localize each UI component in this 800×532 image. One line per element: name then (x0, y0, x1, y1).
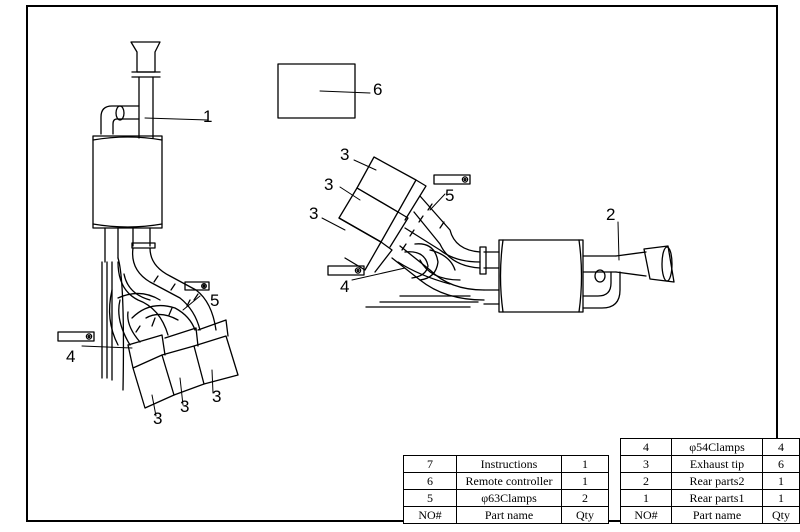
row-qty: 4 (762, 438, 800, 456)
table-header: NO# Part name Qty (620, 506, 800, 524)
table-row: 3 Exhaust tip 6 (620, 455, 800, 473)
callout-numbers: 1 6 2 3 3 3 5 4 5 4 3 3 3 (66, 80, 615, 428)
callout-5-right: 5 (445, 186, 454, 205)
header-qty: Qty (561, 506, 609, 524)
row-no: 4 (620, 438, 672, 456)
callout-3-right-bottom: 3 (309, 204, 318, 223)
callout-3-right-mid: 3 (324, 175, 333, 194)
callout-4-right: 4 (340, 277, 349, 296)
callout-3-left-c: 3 (212, 387, 221, 406)
callout-3-left-a: 3 (153, 409, 162, 428)
callout-4-left: 4 (66, 347, 75, 366)
row-qty: 1 (561, 455, 609, 473)
row-part-name: φ54Clamps (671, 438, 763, 456)
row-qty: 1 (762, 472, 800, 490)
table-row: 2 Rear parts2 1 (620, 472, 800, 490)
row-no: 3 (620, 455, 672, 473)
row-no: 1 (620, 489, 672, 507)
row-no: 7 (403, 455, 457, 473)
table-row: 4 φ54Clamps 4 (620, 438, 800, 456)
header-no: NO# (403, 506, 457, 524)
callout-3-left-b: 3 (180, 397, 189, 416)
left-exhaust-assembly (57, 41, 239, 409)
row-qty: 6 (762, 455, 800, 473)
parts-table-left: 7 Instructions 1 6 Remote controller 1 5… (403, 455, 609, 524)
row-no: 5 (403, 489, 457, 507)
callout-6: 6 (373, 80, 382, 99)
row-qty: 2 (561, 489, 609, 507)
row-part-name: Instructions (456, 455, 562, 473)
leader-lines (81, 90, 620, 417)
row-part-name: Rear parts1 (671, 489, 763, 507)
callout-3-right-top: 3 (340, 145, 349, 164)
callout-5-left: 5 (210, 291, 219, 310)
table-row: 6 Remote controller 1 (403, 472, 609, 490)
table-row: 7 Instructions 1 (403, 455, 609, 473)
row-part-name: φ63Clamps (456, 489, 562, 507)
row-no: 2 (620, 472, 672, 490)
row-part-name: Exhaust tip (671, 455, 763, 473)
callout-2: 2 (606, 205, 615, 224)
table-row: 5 φ63Clamps 2 (403, 489, 609, 507)
remote-controller-box (277, 63, 356, 119)
header-no: NO# (620, 506, 672, 524)
drawing-frame (26, 5, 778, 522)
header-part-name: Part name (456, 506, 562, 524)
callout-1: 1 (203, 107, 212, 126)
header-part-name: Part name (671, 506, 763, 524)
row-qty: 1 (762, 489, 800, 507)
parts-table-right: 4 φ54Clamps 4 3 Exhaust tip 6 2 Rear par… (620, 438, 800, 524)
row-no: 6 (403, 472, 457, 490)
right-exhaust-assembly (327, 156, 675, 313)
header-qty: Qty (762, 506, 800, 524)
row-qty: 1 (561, 472, 609, 490)
row-part-name: Remote controller (456, 472, 562, 490)
table-row: 1 Rear parts1 1 (620, 489, 800, 507)
row-part-name: Rear parts2 (671, 472, 763, 490)
table-header: NO# Part name Qty (403, 506, 609, 524)
